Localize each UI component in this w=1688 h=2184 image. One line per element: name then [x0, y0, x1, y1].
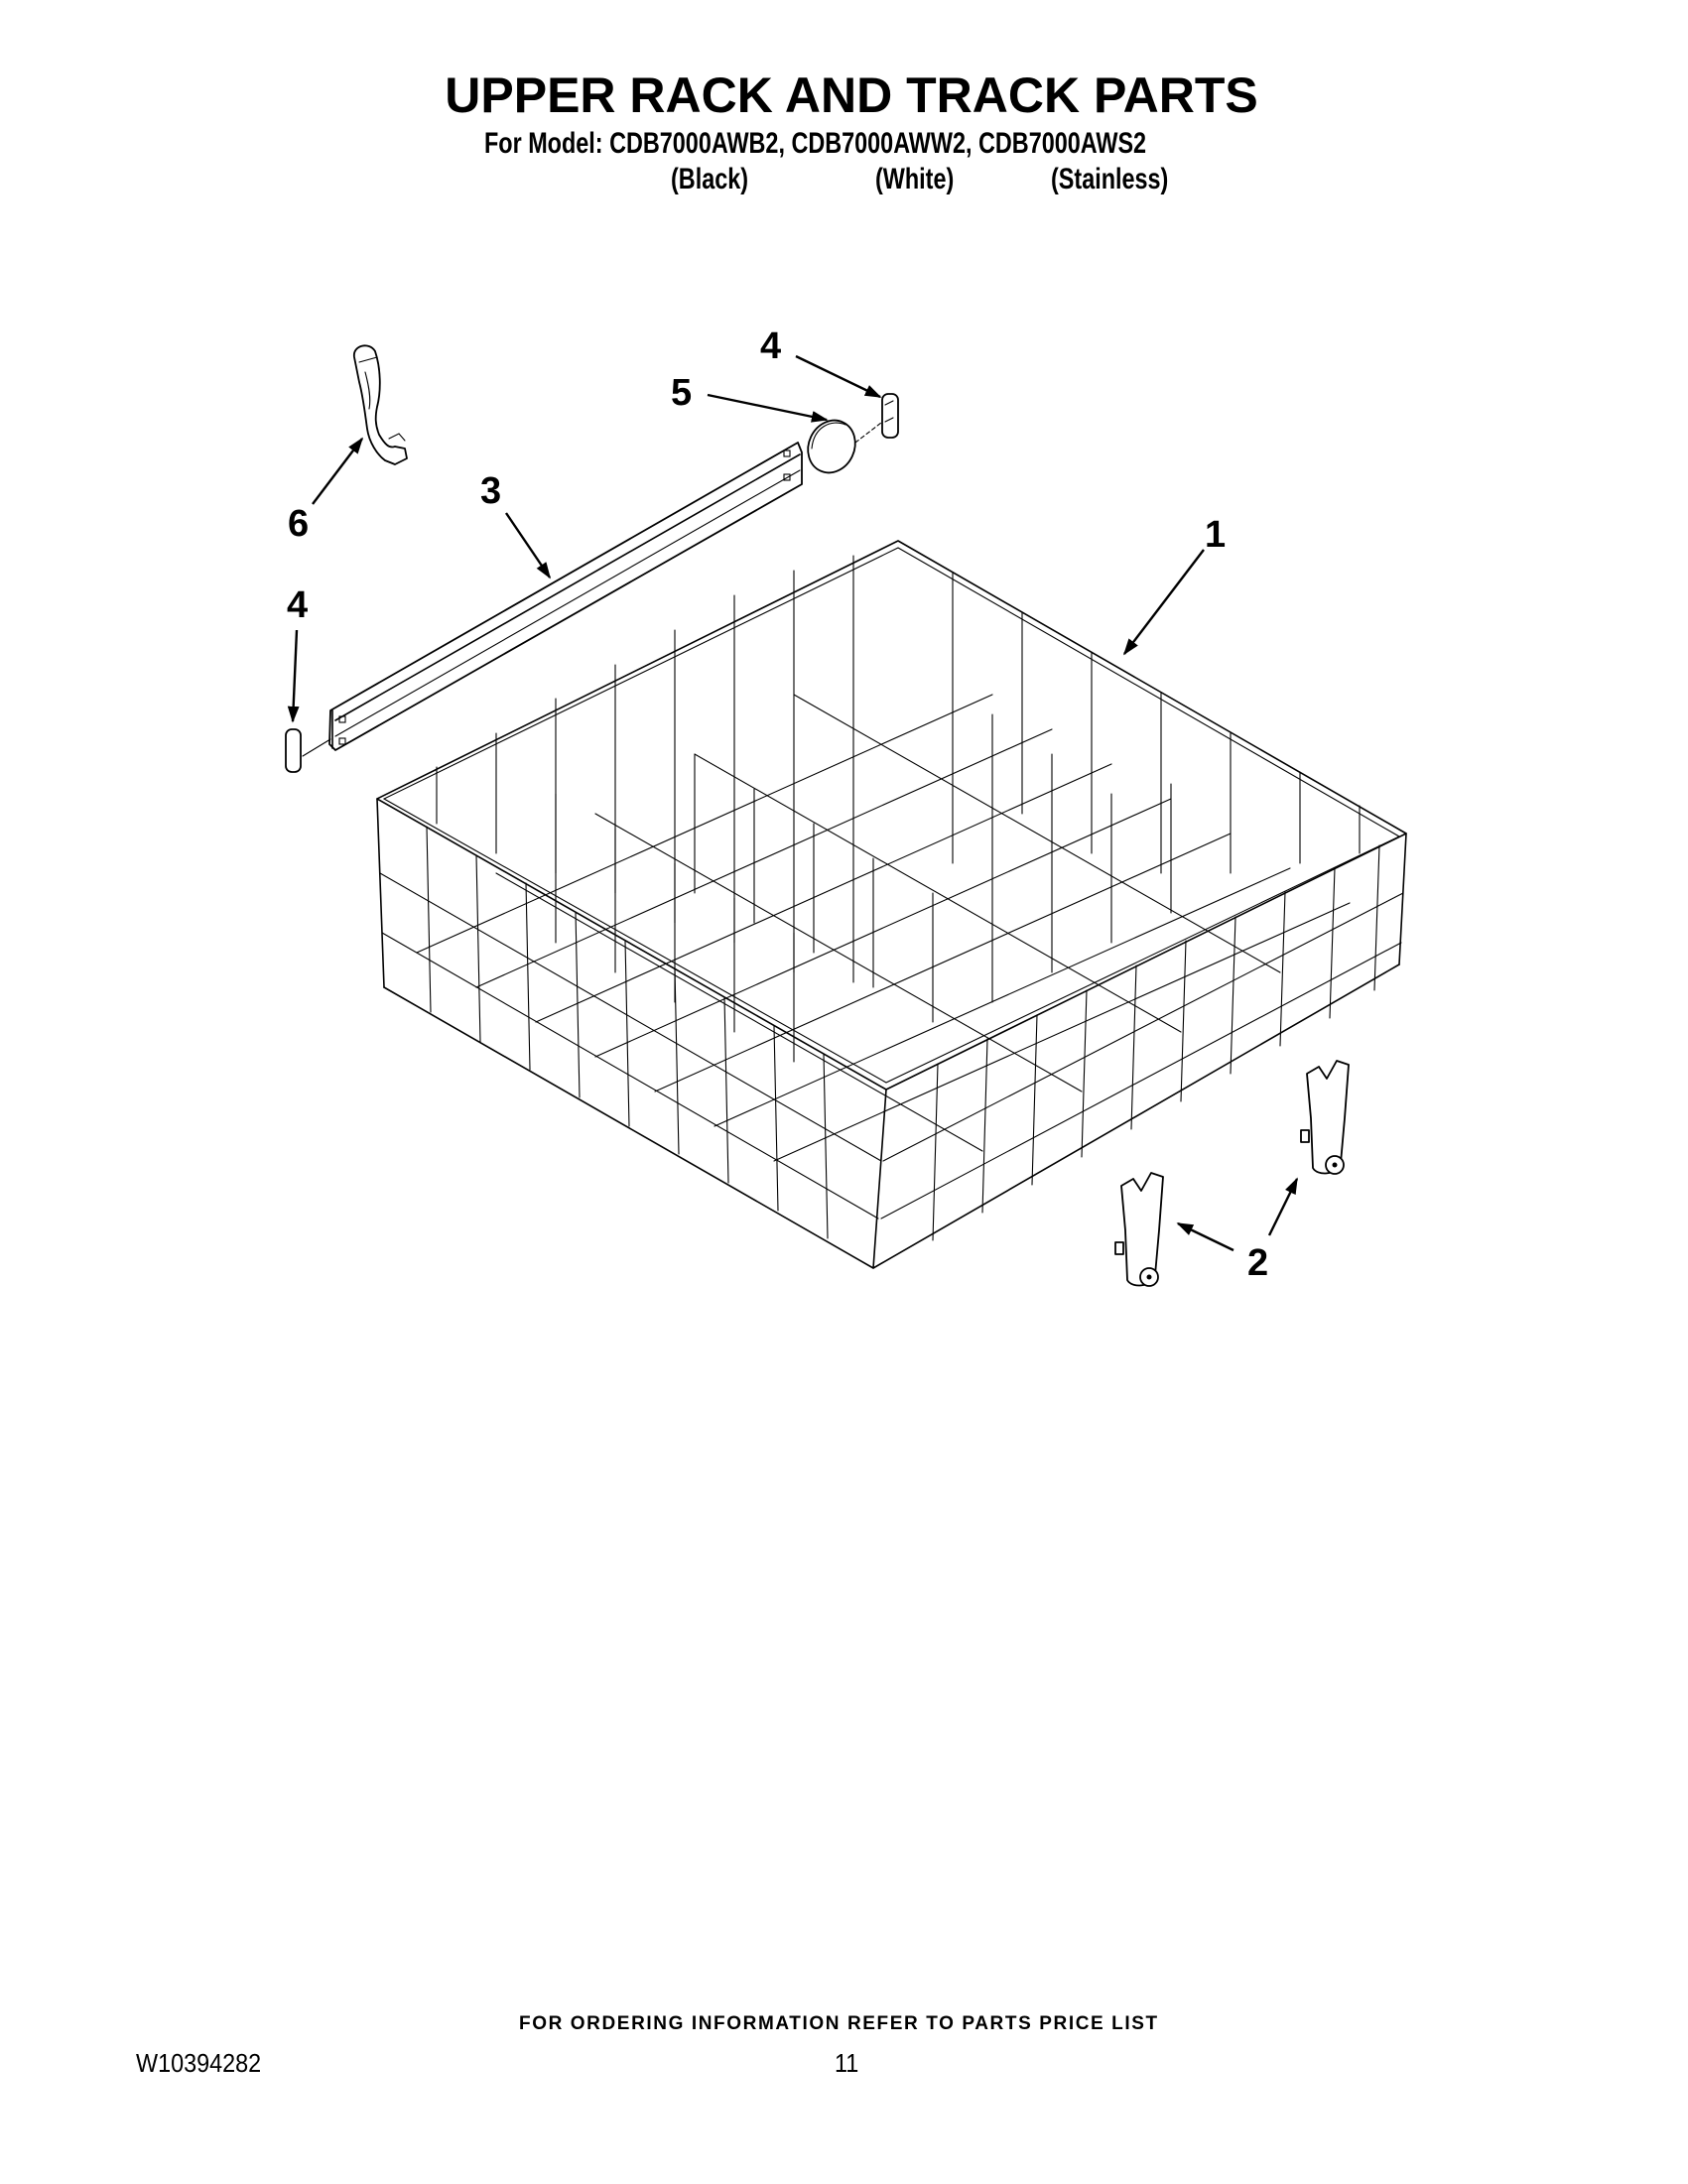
track-stop-top-part	[881, 393, 899, 439]
callout-1-arrow	[1122, 549, 1205, 656]
variant-black: (Black)	[671, 163, 749, 195]
callout-6-arrow	[312, 437, 364, 505]
ordering-info-note: FOR ORDERING INFORMATION REFER TO PARTS …	[519, 2013, 1159, 2034]
page-title: UPPER RACK AND TRACK PARTS	[445, 67, 1258, 123]
model-line: For Model: CDB7000AWB2, CDB7000AWW2, CDB…	[484, 127, 1147, 160]
variant-white: (White)	[875, 163, 955, 195]
callout-4-bottom: 4	[287, 584, 308, 626]
callout-1: 1	[1205, 514, 1226, 556]
track-stop-bottom-part	[285, 728, 302, 773]
callout-5-arrow	[707, 393, 829, 423]
document-number: W10394282	[136, 2048, 262, 2078]
callout-3-arrow	[505, 512, 551, 579]
callout-4-bottom-arrow	[287, 629, 300, 723]
variant-stainless: (Stainless)	[1051, 163, 1169, 195]
callout-5: 5	[671, 372, 692, 414]
callout-2-arrow-left	[1176, 1221, 1234, 1252]
callout-4-top-arrow	[795, 354, 882, 399]
roller-right-part	[1300, 1060, 1350, 1175]
upper-rack-part	[376, 540, 1407, 1269]
callout-2: 2	[1247, 1242, 1268, 1284]
track-part	[302, 442, 803, 757]
end-cap-part	[807, 419, 882, 474]
adjuster-clip-part	[353, 344, 408, 465]
roller-left-part	[1114, 1172, 1164, 1287]
page-number: 11	[835, 2048, 859, 2078]
callout-4-top: 4	[760, 325, 781, 367]
callout-3: 3	[480, 470, 501, 512]
callout-6: 6	[288, 503, 309, 545]
callout-2-arrow-right	[1267, 1177, 1299, 1236]
